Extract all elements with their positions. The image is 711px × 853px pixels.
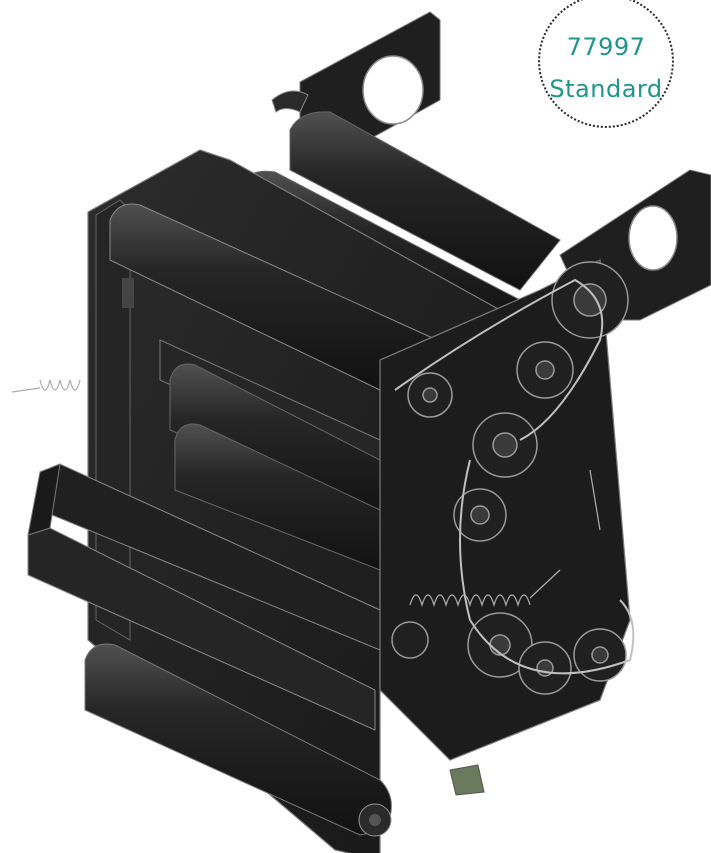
category-label: Standard <box>549 75 663 103</box>
drive-chains <box>394 278 635 675</box>
part-number-badge: 77997 Standard <box>538 0 674 128</box>
right-tension-spring <box>409 469 601 608</box>
part-number: 77997 <box>566 33 646 61</box>
bottom-roller <box>84 643 392 837</box>
left-tension-spring <box>11 379 81 393</box>
lower-frame-bars <box>27 463 381 731</box>
middle-rollers <box>159 339 381 571</box>
lower-bracket-tab <box>449 764 485 796</box>
